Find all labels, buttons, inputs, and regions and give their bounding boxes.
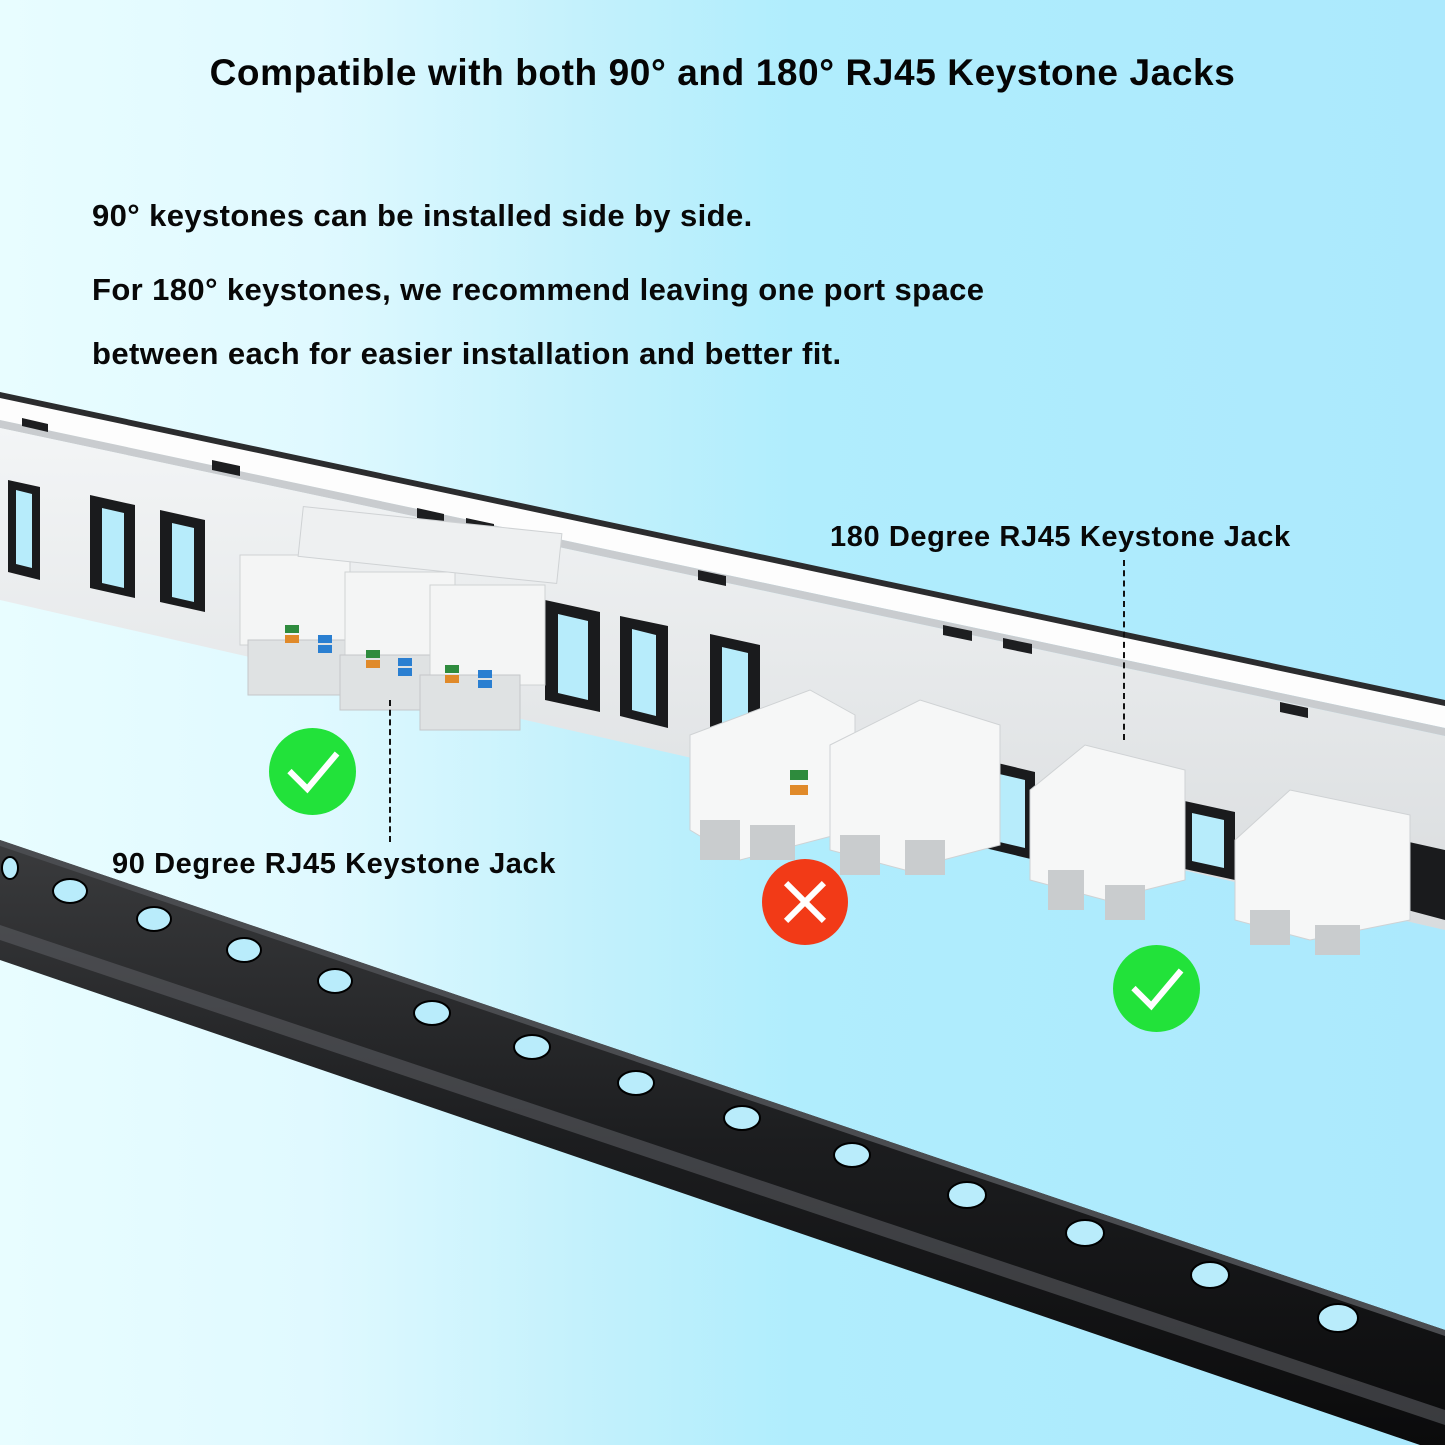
jacks-180-degree	[689, 689, 1411, 955]
callout-180-leader-line	[1123, 560, 1125, 740]
panel-top-tabs	[22, 418, 1308, 718]
callout-180-degree-jack: 180 Degree RJ45 Keystone Jack	[830, 521, 1291, 553]
jack-180-adjacent-b	[829, 699, 1001, 875]
jack-180-adjacent-a	[689, 689, 856, 861]
jack-180-spaced-a	[1029, 744, 1186, 920]
callout-90-leader-line	[389, 700, 391, 842]
check-icon	[1113, 945, 1200, 1032]
check-icon	[269, 728, 356, 815]
cross-icon	[762, 859, 848, 945]
callout-90-degree-jack: 90 Degree RJ45 Keystone Jack	[112, 848, 556, 880]
jack-180-spaced-b	[1234, 789, 1411, 955]
page-title: Compatible with both 90° and 180° RJ45 K…	[209, 52, 1236, 93]
instruction-180-degree-line1: For 180° keystones, we recommend leaving…	[92, 272, 985, 307]
instruction-90-degree: 90° keystones can be installed side by s…	[92, 198, 753, 233]
jacks-90-degree	[239, 505, 563, 731]
bar-holes	[1, 856, 1359, 1333]
instruction-180-degree-line2: between each for easier installation and…	[92, 336, 842, 371]
cable-management-bar	[0, 840, 1445, 1445]
